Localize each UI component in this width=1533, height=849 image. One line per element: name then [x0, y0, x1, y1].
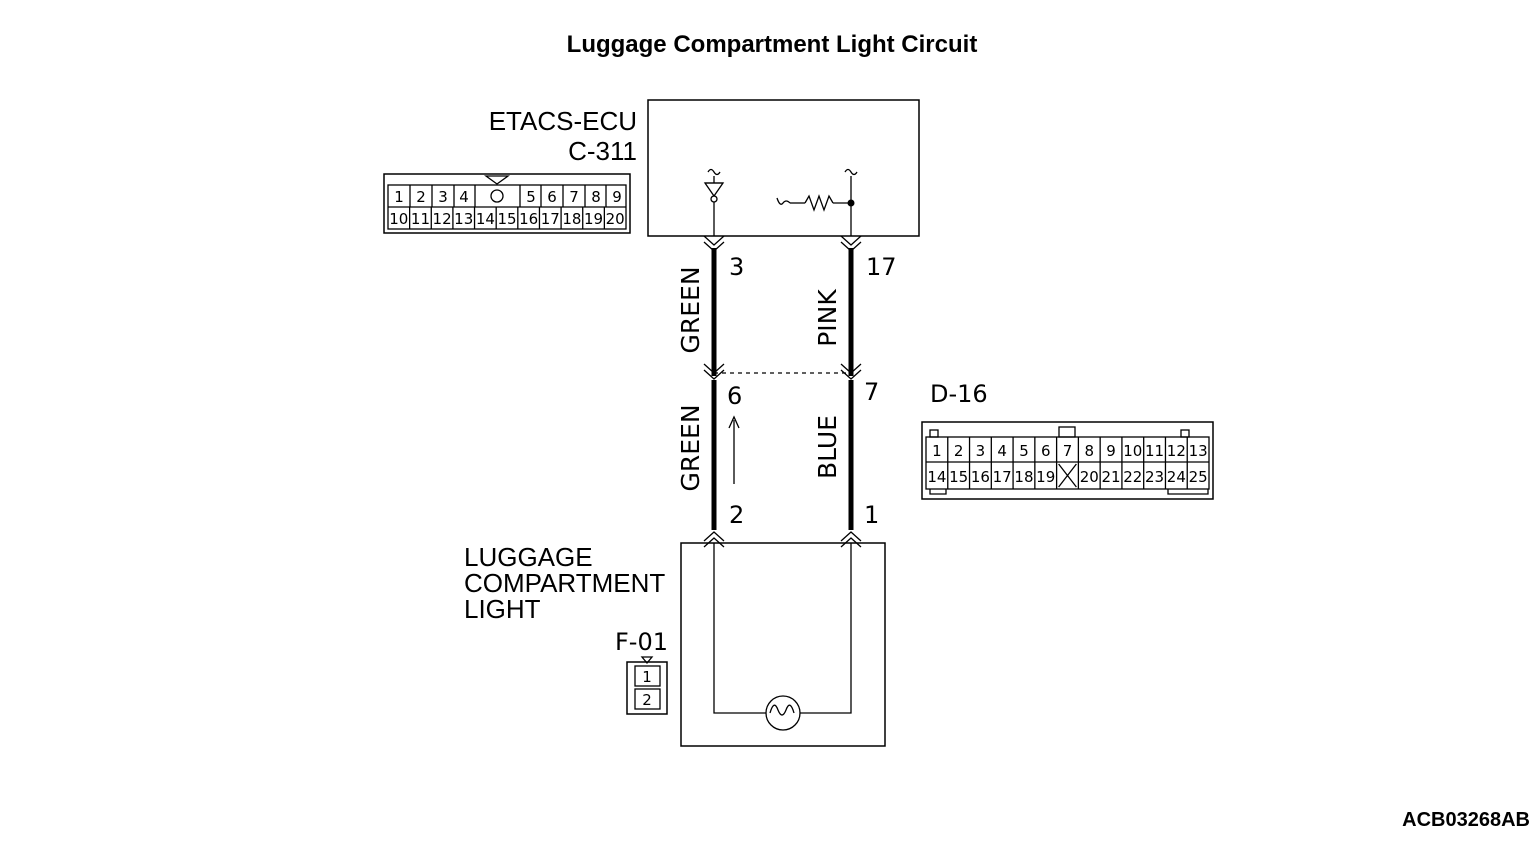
pin-join-left: 6 [727, 382, 742, 410]
wire-color-left-lower: GREEN [676, 404, 705, 491]
light-internal-wiring [713, 543, 766, 714]
wire-color-right-upper: PINK [813, 289, 842, 347]
d16-pin-23: 23 [1145, 468, 1164, 486]
d16-pin-19: 19 [1036, 468, 1055, 486]
d16-pin-13: 13 [1189, 442, 1208, 460]
d16-pin-5: 5 [1019, 442, 1029, 460]
c311-pin-12: 12 [433, 210, 452, 228]
c311-pin-14: 14 [476, 210, 495, 228]
c311-pin-4: 4 [459, 188, 469, 206]
light-name-line-1: LUGGAGE [464, 542, 593, 572]
c311-pin-3: 3 [438, 188, 448, 206]
light-connector-id: F-01 [615, 628, 668, 656]
c311-pin-13: 13 [454, 210, 473, 228]
pin-ecu-right: 17 [866, 253, 897, 281]
c311-pin-15: 15 [497, 210, 516, 228]
d16-pin-14: 14 [927, 468, 946, 486]
d16-pin-22: 22 [1123, 468, 1142, 486]
d16-pin-21: 21 [1101, 468, 1120, 486]
d16-lock-tab [1058, 426, 1076, 438]
pin-divider [1058, 463, 1077, 488]
wire-color-right-lower: BLUE [813, 415, 842, 479]
pin-light-left: 2 [729, 501, 744, 529]
d16-pin-12: 12 [1167, 442, 1186, 460]
c311-pin-7: 7 [569, 188, 579, 206]
wire-color-left-upper: GREEN [676, 266, 705, 353]
light-name-line-3: LIGHT [464, 594, 541, 624]
d16-pin-15: 15 [949, 468, 968, 486]
c311-pin-6: 6 [547, 188, 557, 206]
ecu-connector-id: C-311 [568, 136, 637, 166]
d16-pin-9: 9 [1106, 442, 1116, 460]
c311-pin-2: 2 [416, 188, 426, 206]
d16-connector-id: D-16 [930, 380, 988, 408]
d16-pin-18: 18 [1014, 468, 1033, 486]
ecu-box [647, 99, 920, 237]
d16-pin-1: 1 [932, 442, 942, 460]
d16-pin-2: 2 [954, 442, 964, 460]
lock-hole-icon [490, 189, 504, 203]
c311-pin-5: 5 [526, 188, 536, 206]
pin-light-right: 1 [864, 501, 879, 529]
c311-pin-17: 17 [541, 210, 560, 228]
d16-pin-11: 11 [1145, 442, 1164, 460]
c311-pin-20: 20 [606, 210, 625, 228]
d16-pin-16: 16 [971, 468, 990, 486]
pin-join-right: 7 [864, 378, 879, 406]
d16-pin-3: 3 [976, 442, 986, 460]
f01-pin-2: 2 [642, 691, 652, 709]
diagram-title: Luggage Compartment Light Circuit [567, 31, 978, 58]
pin-ecu-left: 3 [729, 253, 744, 281]
d16-pin-6: 6 [1041, 442, 1051, 460]
d16-pin-20: 20 [1080, 468, 1099, 486]
figure-code: ACB03268AB [1402, 809, 1530, 831]
light-name-line-2: COMPARTMENT [464, 568, 665, 598]
d16-pin-8: 8 [1084, 442, 1094, 460]
c311-pin-10: 10 [389, 210, 408, 228]
d16-pin-24: 24 [1167, 468, 1186, 486]
resistor-symbol-icon [776, 168, 858, 236]
current-arrow-icon [728, 415, 740, 484]
lamp-icon [765, 695, 801, 731]
connector-f01-face: 12 [626, 656, 668, 715]
c311-pin-9: 9 [612, 188, 622, 206]
d16-pin-7: 7 [1063, 442, 1073, 460]
wire-terminal-arrow-icon [703, 235, 862, 548]
ecu-name: ETACS-ECU [489, 106, 637, 136]
d16-pin-25: 25 [1189, 468, 1208, 486]
d16-pin-4: 4 [997, 442, 1007, 460]
c311-pin-11: 11 [411, 210, 430, 228]
light-box [680, 542, 886, 747]
d16-pin-10: 10 [1123, 442, 1142, 460]
ground-symbol-icon [703, 168, 725, 236]
d16-pin-17: 17 [993, 468, 1012, 486]
c311-pin-8: 8 [591, 188, 601, 206]
c311-pin-1: 1 [394, 188, 404, 206]
c311-pin-16: 16 [519, 210, 538, 228]
f01-pin-1: 1 [642, 668, 652, 686]
c311-pin-18: 18 [562, 210, 581, 228]
c311-pin-19: 19 [584, 210, 603, 228]
